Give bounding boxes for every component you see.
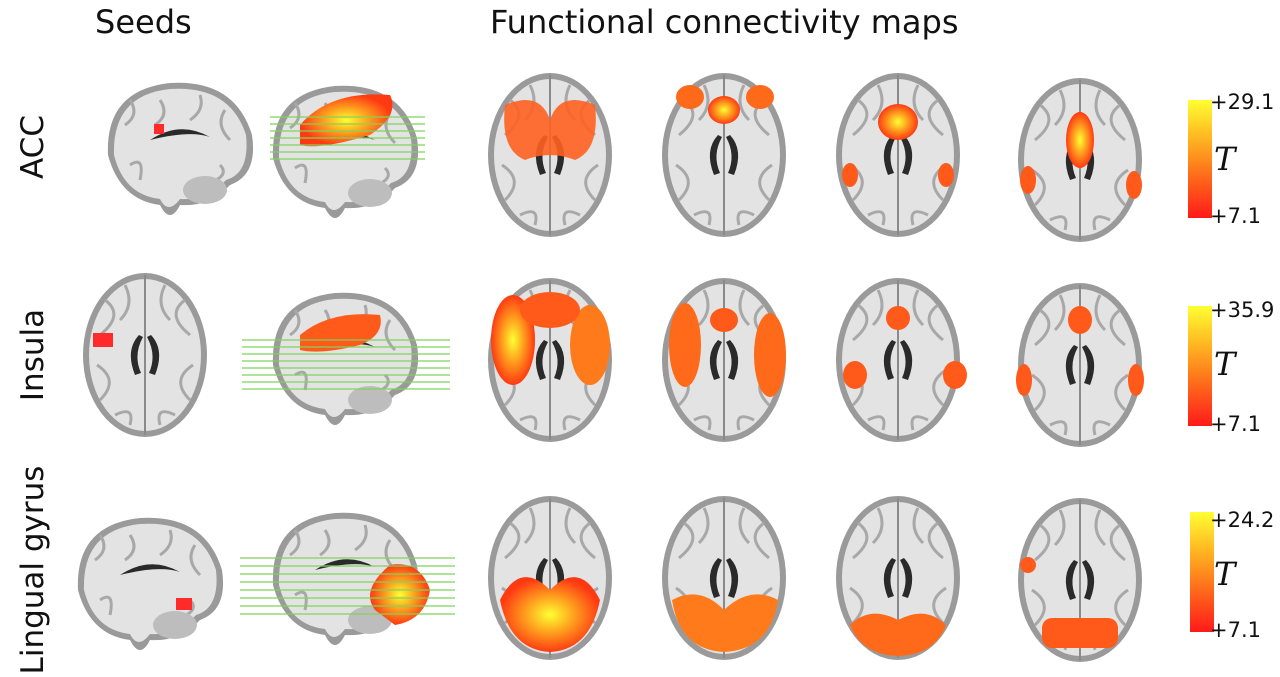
insula-seed-slices xyxy=(242,291,450,427)
lingual-axial-4 xyxy=(1016,496,1144,664)
brain-figure xyxy=(76,71,1144,664)
acc-axial-3 xyxy=(834,71,962,239)
acc-min: +7.1 xyxy=(1210,204,1261,228)
insula-axial-1 xyxy=(486,276,614,444)
seeds-header: Seeds xyxy=(95,3,192,41)
lingual-axial-3 xyxy=(834,494,962,662)
insula-t-label: T xyxy=(1214,345,1236,383)
acc-axial-1 xyxy=(486,71,614,239)
acc-seed-slices xyxy=(270,84,425,220)
lingual-axial-1 xyxy=(486,494,614,662)
insula-axial-2 xyxy=(660,276,788,444)
acc-axial-2 xyxy=(660,71,788,239)
acc-t-label: T xyxy=(1214,140,1236,178)
lingual-min: +7.1 xyxy=(1210,618,1261,642)
colorbar-acc xyxy=(1188,100,1212,218)
acc-seed-sagittal xyxy=(106,81,255,217)
lingual-seed-sagittal xyxy=(76,516,225,652)
insula-axial-3 xyxy=(834,276,967,444)
lingual-max: +24.2 xyxy=(1210,508,1275,532)
acc-max: +29.1 xyxy=(1210,90,1275,114)
insula-min: +7.1 xyxy=(1210,412,1261,436)
colorbar-lingual xyxy=(1190,512,1214,632)
acc-axial-4 xyxy=(1016,76,1144,244)
insula-seed-axial xyxy=(81,271,209,439)
lingual-t-label: T xyxy=(1214,555,1236,593)
maps-header: Functional connectivity maps xyxy=(490,3,959,41)
insula-axial-4 xyxy=(1016,281,1144,449)
lingual-seed-slices xyxy=(240,511,455,647)
lingual-axial-2 xyxy=(660,494,788,662)
insula-max: +35.9 xyxy=(1210,298,1275,322)
colorbar-insula xyxy=(1188,306,1212,426)
